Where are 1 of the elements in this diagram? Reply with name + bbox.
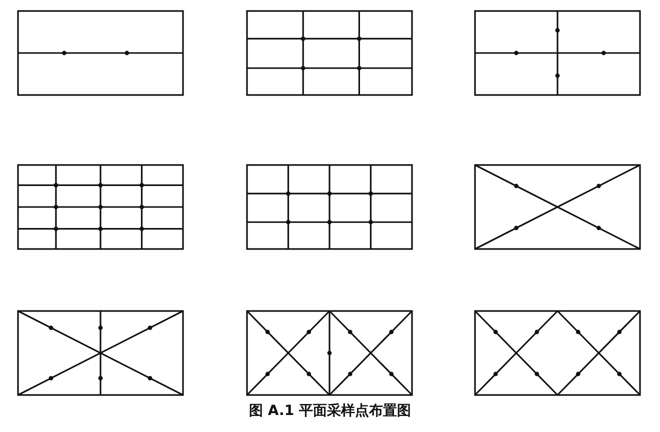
figure-caption: 图 A.1 平面采样点布置图 [249, 403, 411, 419]
